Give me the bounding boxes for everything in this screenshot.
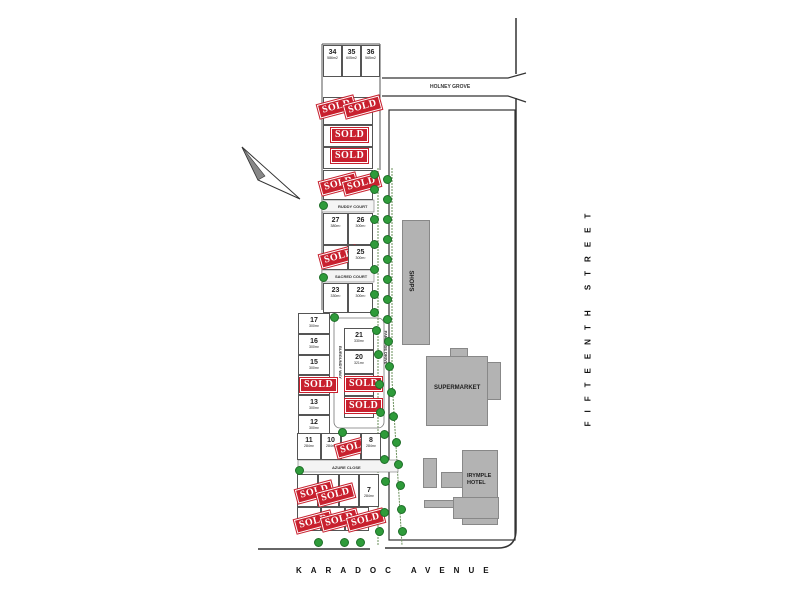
supermarket-building[interactable]: [426, 356, 488, 426]
tree-icon: [383, 255, 392, 264]
tree-icon: [370, 215, 379, 224]
sold-stamp: SOLD: [329, 148, 370, 164]
tree-icon: [383, 215, 392, 224]
hotel-wing-south: [453, 497, 499, 519]
tree-icon: [319, 201, 328, 210]
tree-icon: [380, 430, 389, 439]
holney-grove-label: HOLNEY GROVE: [430, 84, 471, 90]
shops-building[interactable]: [402, 220, 430, 345]
tree-icon: [397, 505, 406, 514]
tree-icon: [383, 315, 392, 324]
tree-icon: [380, 455, 389, 464]
ruddy-court-label: RUDDY COURT: [338, 204, 368, 209]
tree-icon: [374, 350, 383, 359]
tree-icon: [319, 273, 328, 282]
supermarket-side: [487, 362, 501, 400]
tree-icon: [376, 408, 385, 417]
tree-icon: [396, 481, 405, 490]
tree-icon: [383, 235, 392, 244]
tree-icon: [295, 466, 304, 475]
supermarket-annex: [450, 348, 468, 358]
tree-icon: [383, 275, 392, 284]
tree-icon: [330, 313, 339, 322]
tree-icon: [394, 460, 403, 469]
tree-icon: [338, 428, 347, 437]
tree-icon: [370, 170, 379, 179]
tree-icon: [385, 362, 394, 371]
sold-stamp: SOLD: [298, 377, 339, 393]
supermarket-label: SUPERMARKET: [434, 385, 481, 391]
tree-icon: [375, 527, 384, 536]
tree-icon: [384, 337, 393, 346]
tree-icon: [387, 388, 396, 397]
tree-icon: [398, 527, 407, 536]
tree-icon: [383, 175, 392, 184]
tree-icon: [370, 185, 379, 194]
tree-icon: [383, 195, 392, 204]
tree-icon: [381, 477, 390, 486]
hotel-outbuilding-2: [424, 500, 454, 508]
fifteenth-street-label: FIFTEENTH STREET: [583, 204, 593, 427]
tree-icon: [383, 295, 392, 304]
tree-icon: [370, 308, 379, 317]
azure-close-label: AZURE CLOSE: [332, 465, 361, 470]
tree-icon: [370, 240, 379, 249]
tree-icon: [340, 538, 349, 547]
tree-icon: [370, 290, 379, 299]
tree-icon: [370, 265, 379, 274]
sacred-court-label: SACRED COURT: [335, 274, 368, 279]
sold-stamp: SOLD: [343, 376, 384, 392]
tree-icon: [356, 538, 365, 547]
tree-icon: [372, 326, 381, 335]
burgundy-way-label: BURGUNDY WAY: [337, 346, 343, 379]
hotel-outbuilding: [423, 458, 437, 488]
tree-icon: [375, 380, 384, 389]
shops-label: SHOPS: [407, 270, 414, 292]
tree-icon: [389, 412, 398, 421]
karadoc-avenue-label: KARADOC AVENUE: [296, 566, 498, 575]
sold-stamp: SOLD: [343, 398, 384, 414]
tree-icon: [314, 538, 323, 547]
tree-icon: [392, 438, 401, 447]
paradise-drive-label: PARADISE DRIVE: [383, 330, 389, 365]
tree-icon: [380, 508, 389, 517]
sold-stamp: SOLD: [329, 127, 370, 143]
